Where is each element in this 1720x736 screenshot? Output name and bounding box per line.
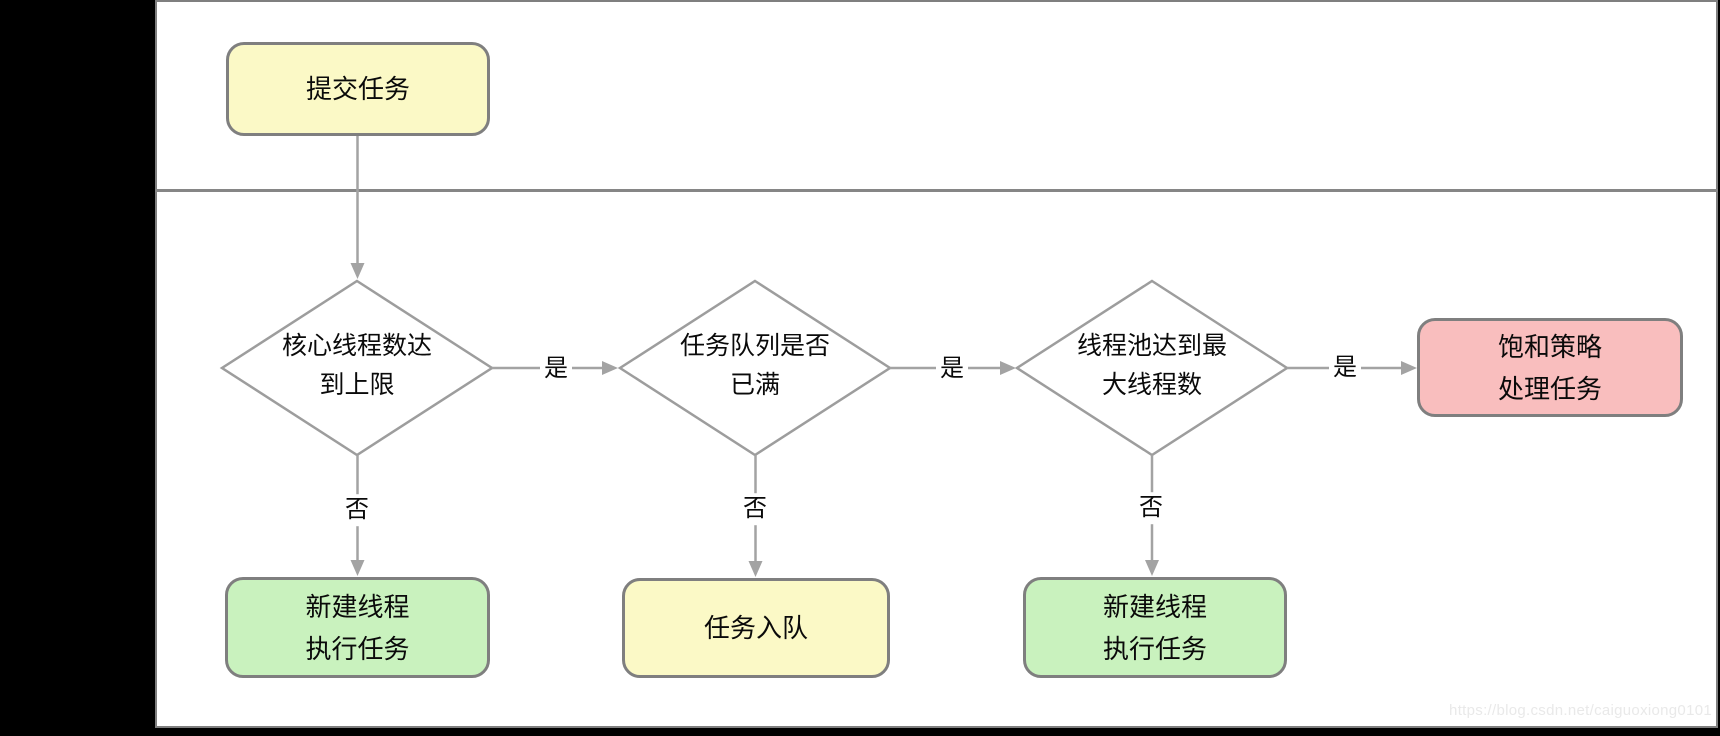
node-label-line1: 新建线程 <box>305 591 410 622</box>
decision-label-queue-full: 任务队列是否 已满 <box>635 326 875 406</box>
node-submit-task: 提交任务 <box>226 42 490 136</box>
edge-label-no-1: 否 <box>341 494 373 526</box>
node-label: 任务入队 <box>703 613 808 643</box>
node-saturation-policy: 饱和策略 处理任务 <box>1417 318 1683 417</box>
node-label-line2: 执行任务 <box>305 633 410 664</box>
decision-label-line2: 已满 <box>729 371 780 399</box>
edge-label-yes-1: 是 <box>540 353 572 385</box>
node-label-line2: 执行任务 <box>1102 633 1207 664</box>
decision-label-line1: 线程池达到最 <box>1076 332 1227 360</box>
node-label-line1: 饱和策略 <box>1497 331 1602 362</box>
decision-label-core-threads: 核心线程数达 到上限 <box>237 326 477 406</box>
node-create-thread-left: 新建线程 执行任务 <box>225 577 490 678</box>
decision-label-line1: 核心线程数达 <box>281 332 432 360</box>
decision-label-max-threads: 线程池达到最 大线程数 <box>1032 326 1272 406</box>
node-label: 提交任务 <box>305 74 410 104</box>
decision-label-line1: 任务队列是否 <box>679 332 830 360</box>
node-create-thread-right: 新建线程 执行任务 <box>1023 577 1287 678</box>
edge-label-yes-3: 是 <box>1329 352 1361 384</box>
node-task-enqueue: 任务入队 <box>622 578 890 678</box>
node-label-line2: 处理任务 <box>1497 373 1602 404</box>
decision-label-line2: 大线程数 <box>1101 371 1202 399</box>
node-label-line1: 新建线程 <box>1102 591 1207 622</box>
watermark-url: https://blog.csdn.net/caiguoxiong0101 <box>1449 702 1712 719</box>
edge-label-no-3: 否 <box>1135 492 1167 524</box>
edge-label-yes-2: 是 <box>936 353 968 385</box>
decision-label-line2: 到上限 <box>319 371 395 399</box>
edge-label-no-2: 否 <box>739 493 771 525</box>
panel-divider <box>155 189 1718 192</box>
